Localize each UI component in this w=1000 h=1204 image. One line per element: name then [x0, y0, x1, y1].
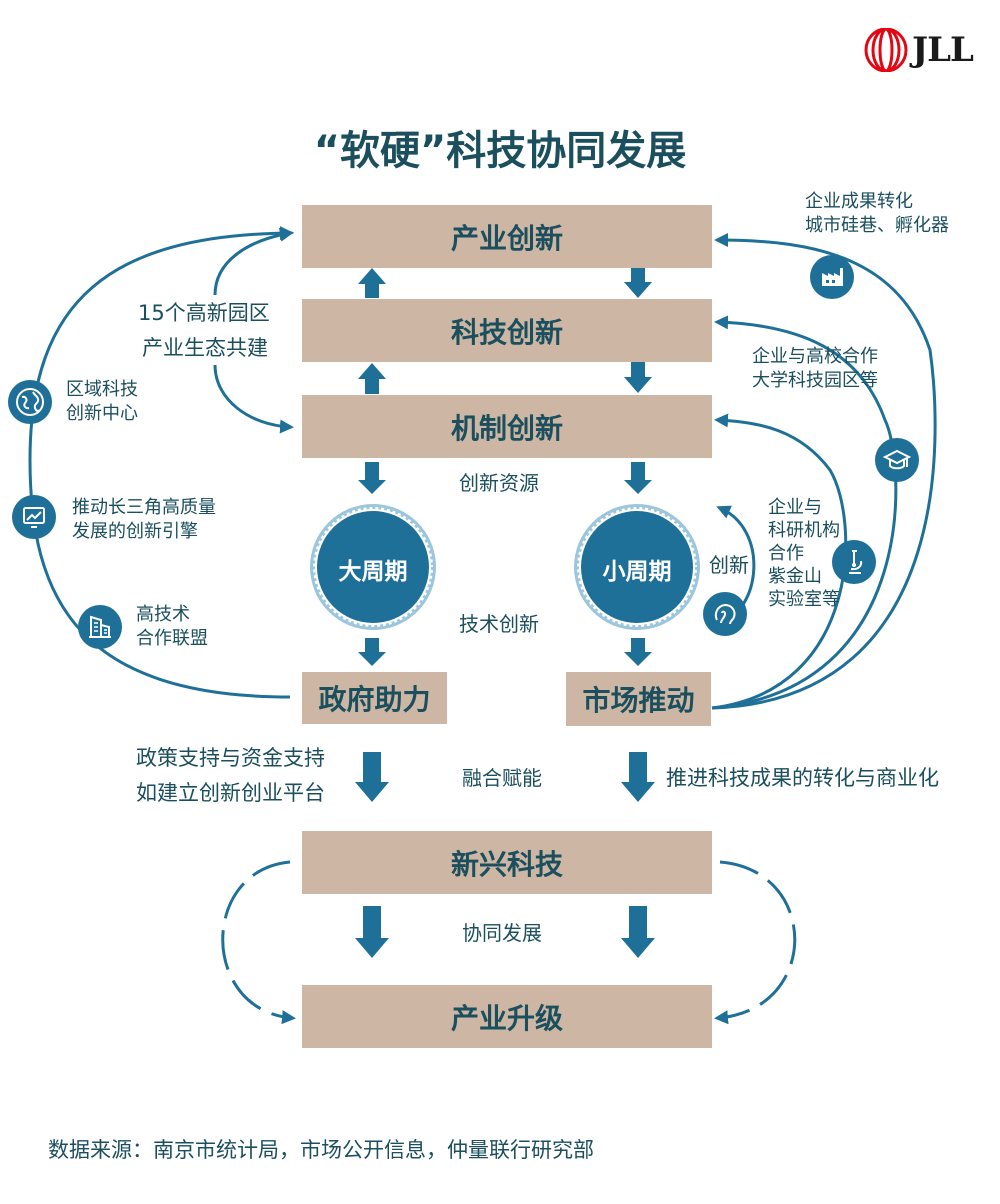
box-mechanism-innovation: 机制创新 [302, 395, 712, 458]
label-alliance-line2: 合作联盟 [136, 628, 208, 649]
parks-arc-bottom [213, 364, 294, 434]
big-cycle-label: 大周期 [338, 559, 408, 585]
up-arrow-1 [358, 268, 386, 298]
label-tech-innovation: 技术创新 [459, 612, 539, 636]
trend-chart-icon [12, 495, 56, 539]
label-coordinated-development: 协同发展 [462, 921, 542, 945]
label-innovation-resources: 创新资源 [459, 471, 539, 495]
label-policy-line1: 政策支持与资金支持 [136, 746, 325, 770]
right-arc-mechanism [711, 413, 848, 710]
down-arrow-9 [355, 906, 389, 958]
factory-icon [810, 255, 854, 299]
building-icon [78, 605, 122, 649]
label-alliance-line1: 高技术 [136, 604, 190, 625]
box-tech-innovation: 科技创新 [302, 299, 712, 362]
label-univ-line1: 企业与高校合作 [752, 346, 878, 367]
left-outer-arc [28, 226, 294, 699]
small-cycle-label: 小周期 [602, 559, 672, 585]
globe-icon [8, 380, 52, 424]
box-market-driven: 市场推动 [566, 672, 711, 726]
box-industry-upgrade: 产业升级 [302, 985, 712, 1048]
box-industry-innovation: 产业创新 [302, 205, 712, 268]
label-research-line1: 企业与 [768, 497, 822, 518]
right-arc-industry [711, 233, 937, 710]
graduation-cap-icon [875, 438, 919, 482]
page-title: “软硬”科技协同发展 [313, 128, 687, 174]
dashed-loop-left [221, 860, 296, 1025]
label-univ-line2: 大学科技园区等 [752, 370, 878, 391]
down-arrow-1 [624, 268, 652, 298]
down-arrow-10 [621, 906, 655, 958]
label-regional-line1: 区域科技 [66, 379, 138, 400]
brain-icon [703, 592, 747, 636]
down-arrow-8 [621, 752, 655, 802]
down-arrow-4 [624, 462, 652, 494]
microscope-icon [832, 540, 876, 584]
label-yrd-line1: 推动长三角高质量 [72, 497, 216, 518]
label-parks-line2: 产业生态共建 [142, 336, 268, 360]
down-arrow-7 [355, 752, 389, 802]
label-fusion-empowerment: 融合赋能 [462, 766, 542, 790]
big-cycle-gear [310, 504, 436, 630]
parks-arc-top [213, 227, 294, 296]
dashed-loop-right [714, 860, 797, 1025]
jll-logo-text: JLL [912, 30, 974, 70]
label-policy-line2: 如建立创新创业平台 [136, 781, 325, 805]
box-emerging-tech: 新兴科技 [302, 831, 712, 894]
label-yrd-line2: 发展的创新引擎 [72, 521, 198, 542]
label-transfer-line1: 企业成果转化 [805, 191, 913, 212]
label-innovation: 创新 [709, 553, 749, 577]
down-arrow-2 [624, 362, 652, 393]
label-regional-line2: 创新中心 [66, 403, 138, 424]
down-arrow-6 [624, 638, 652, 666]
up-arrow-2 [358, 363, 386, 394]
label-research-line4: 紫金山 [768, 566, 822, 587]
down-arrow-5 [358, 638, 386, 666]
jll-logo: JLL [864, 28, 974, 72]
box-government-support: 政府助力 [302, 672, 447, 724]
small-cycle-gear [574, 504, 700, 630]
down-arrow-3 [358, 462, 386, 494]
label-research-line3: 合作 [768, 543, 804, 564]
label-commercialization: 推进科技成果的转化与商业化 [666, 766, 939, 790]
data-source-note: 数据来源：南京市统计局，市场公开信息，仲量联行研究部 [48, 1138, 594, 1162]
label-transfer-line2: 城市硅巷、孵化器 [805, 215, 949, 236]
label-research-line5: 实验室等 [768, 589, 840, 610]
label-parks-line1: 15个高新园区 [138, 301, 270, 325]
jll-logo-mark [864, 28, 908, 72]
label-research-line2: 科研机构 [768, 520, 840, 541]
